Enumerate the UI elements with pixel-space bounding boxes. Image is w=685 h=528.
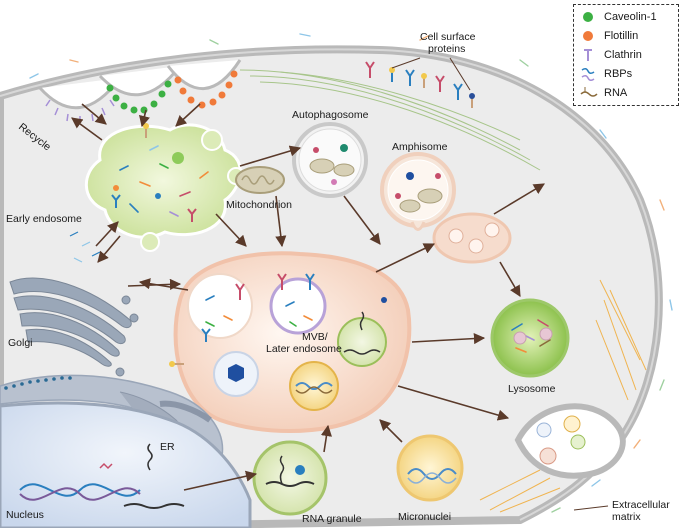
label-mvb-1: MVB/ (302, 331, 328, 343)
label-ecm-1: Extracellular (612, 499, 670, 511)
actin-fibers (479, 279, 647, 513)
surface-receptors (365, 61, 475, 108)
legend-label: Clathrin (604, 49, 642, 61)
mitochondrion (235, 166, 285, 194)
surface-proteins-pointer-1 (391, 57, 421, 69)
label-lysosome: Lysosome (508, 383, 556, 395)
micronuclei (396, 434, 464, 502)
clathrin-icon (584, 49, 592, 61)
label-rna-granule: RNA granule (302, 513, 362, 525)
legend: Caveolin-1 Flotillin Clathrin RBPs RNA (573, 4, 679, 106)
legend-item-caveolin: Caveolin-1 (580, 9, 657, 25)
label-early-endosome: Early endosome (6, 213, 82, 225)
label-mvb-2: Later endosome (266, 343, 342, 355)
mvb-later-endosome (169, 251, 412, 433)
amphisome (380, 152, 512, 264)
rna-granule (252, 440, 328, 516)
label-mitochondrion: Mitochondrion (226, 199, 292, 211)
legend-label: RBPs (604, 68, 633, 80)
legend-label: Flotillin (604, 30, 639, 42)
legend-label: Caveolin-1 (604, 11, 657, 23)
caveolin-dot-icon (583, 12, 593, 22)
label-cell-surface-1: Cell surface (420, 31, 476, 43)
label-micronuclei: Micronuclei (398, 511, 451, 523)
label-cell-surface-2: proteins (428, 43, 465, 55)
legend-label: RNA (604, 87, 628, 99)
label-golgi: Golgi (8, 337, 33, 349)
caveolin-coat (106, 80, 172, 114)
legend-item-flotillin: Flotillin (580, 28, 638, 44)
cytoskeleton-fibers (239, 69, 541, 171)
surface-proteins-pointer-2 (449, 57, 471, 91)
autophagosome (292, 122, 368, 198)
legend-item-clathrin: Clathrin (580, 47, 642, 63)
rbp-icon (581, 67, 595, 81)
legend-item-rbps: RBPs (580, 66, 632, 82)
label-autophagosome: Autophagosome (292, 109, 369, 121)
early-endosome (84, 123, 245, 252)
label-amphisome: Amphisome (392, 141, 448, 153)
label-nucleus: Nucleus (6, 509, 44, 521)
extracellular-rna-fragments (29, 33, 673, 513)
rna-strand-icon (580, 87, 598, 97)
endocytic-pits (38, 59, 242, 123)
flotillin-dot-icon (583, 31, 593, 41)
flotillin-coat (174, 70, 238, 109)
legend-item-rna: RNA (580, 85, 627, 101)
exocytosis-pocket (514, 403, 626, 479)
ecm-pointer (573, 505, 609, 511)
nucleus-er (0, 374, 252, 528)
golgi-apparatus (9, 277, 139, 377)
lysosome (490, 298, 570, 378)
label-er: ER (160, 441, 175, 453)
label-ecm-2: matrix (612, 511, 641, 523)
pathway-arrows (71, 103, 545, 491)
